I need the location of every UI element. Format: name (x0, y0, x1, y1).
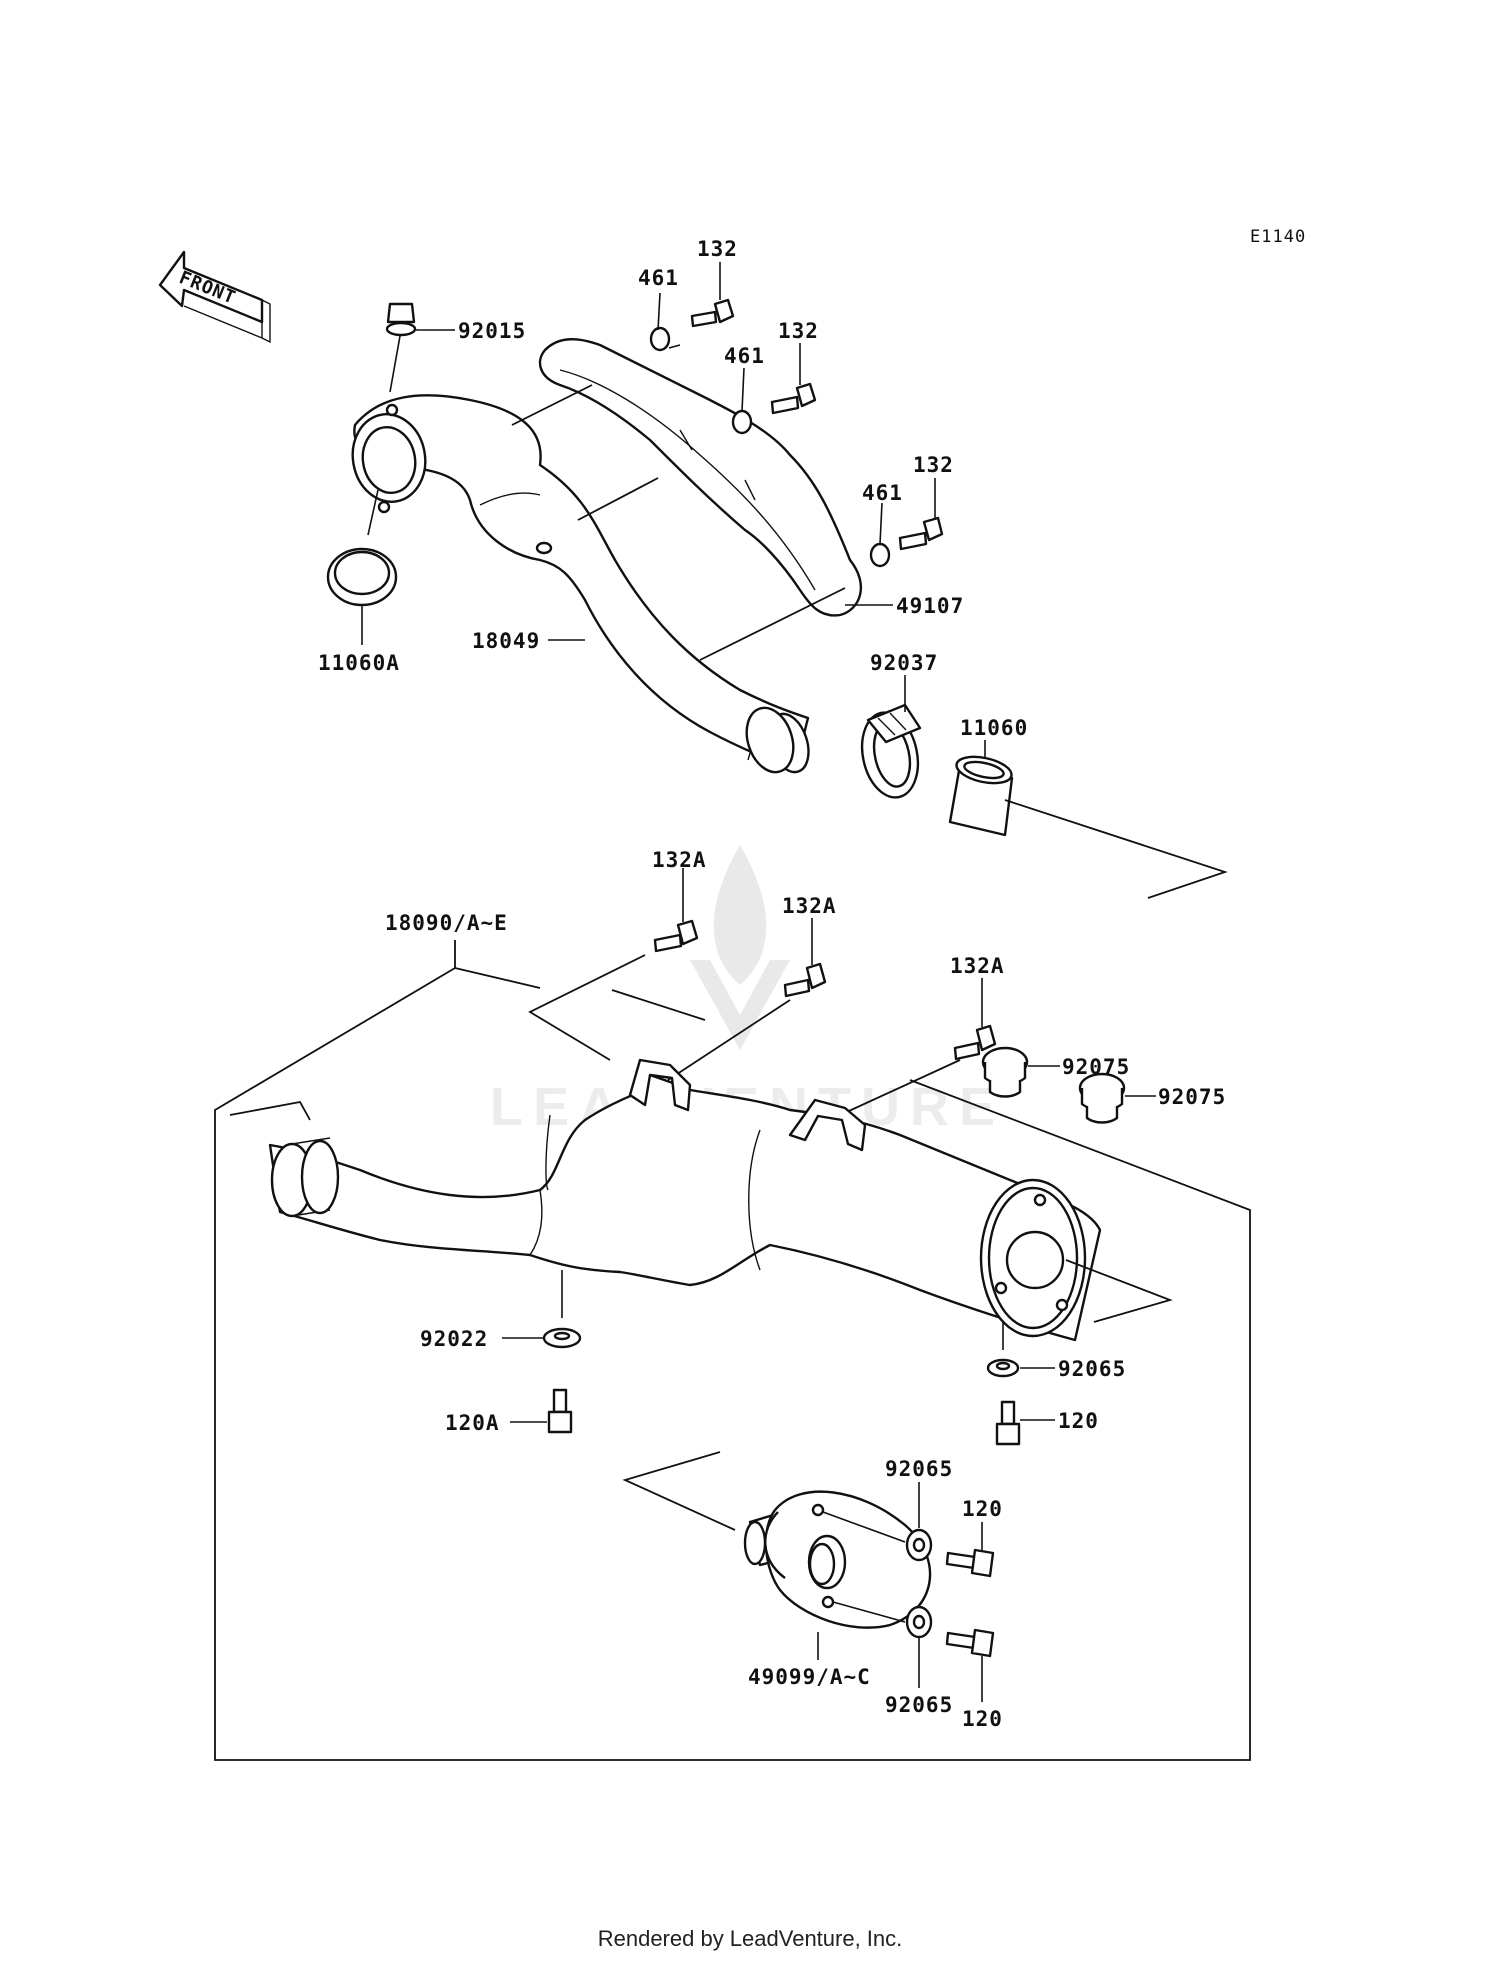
label-49107: 49107 (896, 594, 964, 618)
label-132A-c: 132A (950, 954, 1005, 978)
label-132-b: 132 (778, 319, 819, 343)
label-92065-a: 92065 (1058, 1357, 1126, 1381)
label-18090: 18090/A~E (385, 911, 508, 935)
muffler-group-frame (214, 940, 1251, 1761)
label-92037: 92037 (870, 651, 938, 675)
label-92065-c: 92065 (885, 1693, 953, 1717)
label-120-a: 120 (1058, 1409, 1099, 1433)
washer-92065-a (986, 1358, 1020, 1378)
grommet-92075-a (981, 1046, 1029, 1098)
watermark-logo: LEADVENTURE (490, 845, 995, 1137)
spark-arrestor-49099 (743, 1490, 932, 1629)
label-92065-b: 92065 (885, 1457, 953, 1481)
label-120-b: 120 (962, 1497, 1003, 1521)
label-92075-b: 92075 (1158, 1085, 1226, 1109)
label-11060: 11060 (960, 716, 1028, 740)
bolt-132A-c (953, 1024, 997, 1061)
label-92022: 92022 (420, 1327, 488, 1351)
bolt-120-c (945, 1628, 995, 1658)
washer-461-b (731, 409, 753, 435)
label-132A-b: 132A (782, 894, 837, 918)
bolt-120A (547, 1388, 573, 1434)
washer-461-a (649, 326, 681, 352)
grommet-92075-b (1078, 1072, 1126, 1124)
bolt-132A-a (653, 919, 699, 953)
bolt-92015 (385, 302, 417, 337)
label-18049: 18049 (472, 629, 540, 653)
washer-92065-b (905, 1528, 933, 1562)
label-11060A: 11060A (318, 651, 400, 675)
header-pipe-18049 (351, 394, 810, 774)
washer-92022 (542, 1327, 582, 1349)
bolt-120-a (995, 1400, 1021, 1446)
bolt-132-c (898, 516, 944, 551)
front-arrow-icon: FRONT (158, 250, 271, 344)
clamp-92037 (860, 703, 922, 799)
bolt-132-b (770, 382, 817, 415)
label-120A: 120A (445, 1411, 500, 1435)
bolt-132A-b (783, 962, 827, 998)
gasket-11060A (326, 489, 398, 645)
label-132-a: 132 (697, 237, 738, 261)
label-132-c: 132 (913, 453, 954, 477)
diagram-code: E1140 (1250, 227, 1306, 247)
heat-shield-49107 (538, 338, 862, 617)
label-461-a: 461 (638, 266, 679, 290)
bolt-132-a (690, 298, 735, 328)
front-label: FRONT (176, 267, 239, 309)
collar-11060 (948, 755, 1014, 837)
bolt-120-b (945, 1548, 995, 1578)
label-49099: 49099/A~C (748, 1665, 871, 1689)
footer-credit: Rendered by LeadVenture, Inc. (597, 1926, 903, 1951)
label-92015: 92015 (458, 319, 526, 343)
label-461-c: 461 (862, 481, 903, 505)
washer-92065-c (905, 1605, 933, 1639)
label-132A-a: 132A (652, 848, 707, 872)
label-120-c: 120 (962, 1707, 1003, 1731)
label-461-b: 461 (724, 344, 765, 368)
washer-461-c (869, 542, 891, 568)
muffler-18090 (268, 1058, 1102, 1342)
